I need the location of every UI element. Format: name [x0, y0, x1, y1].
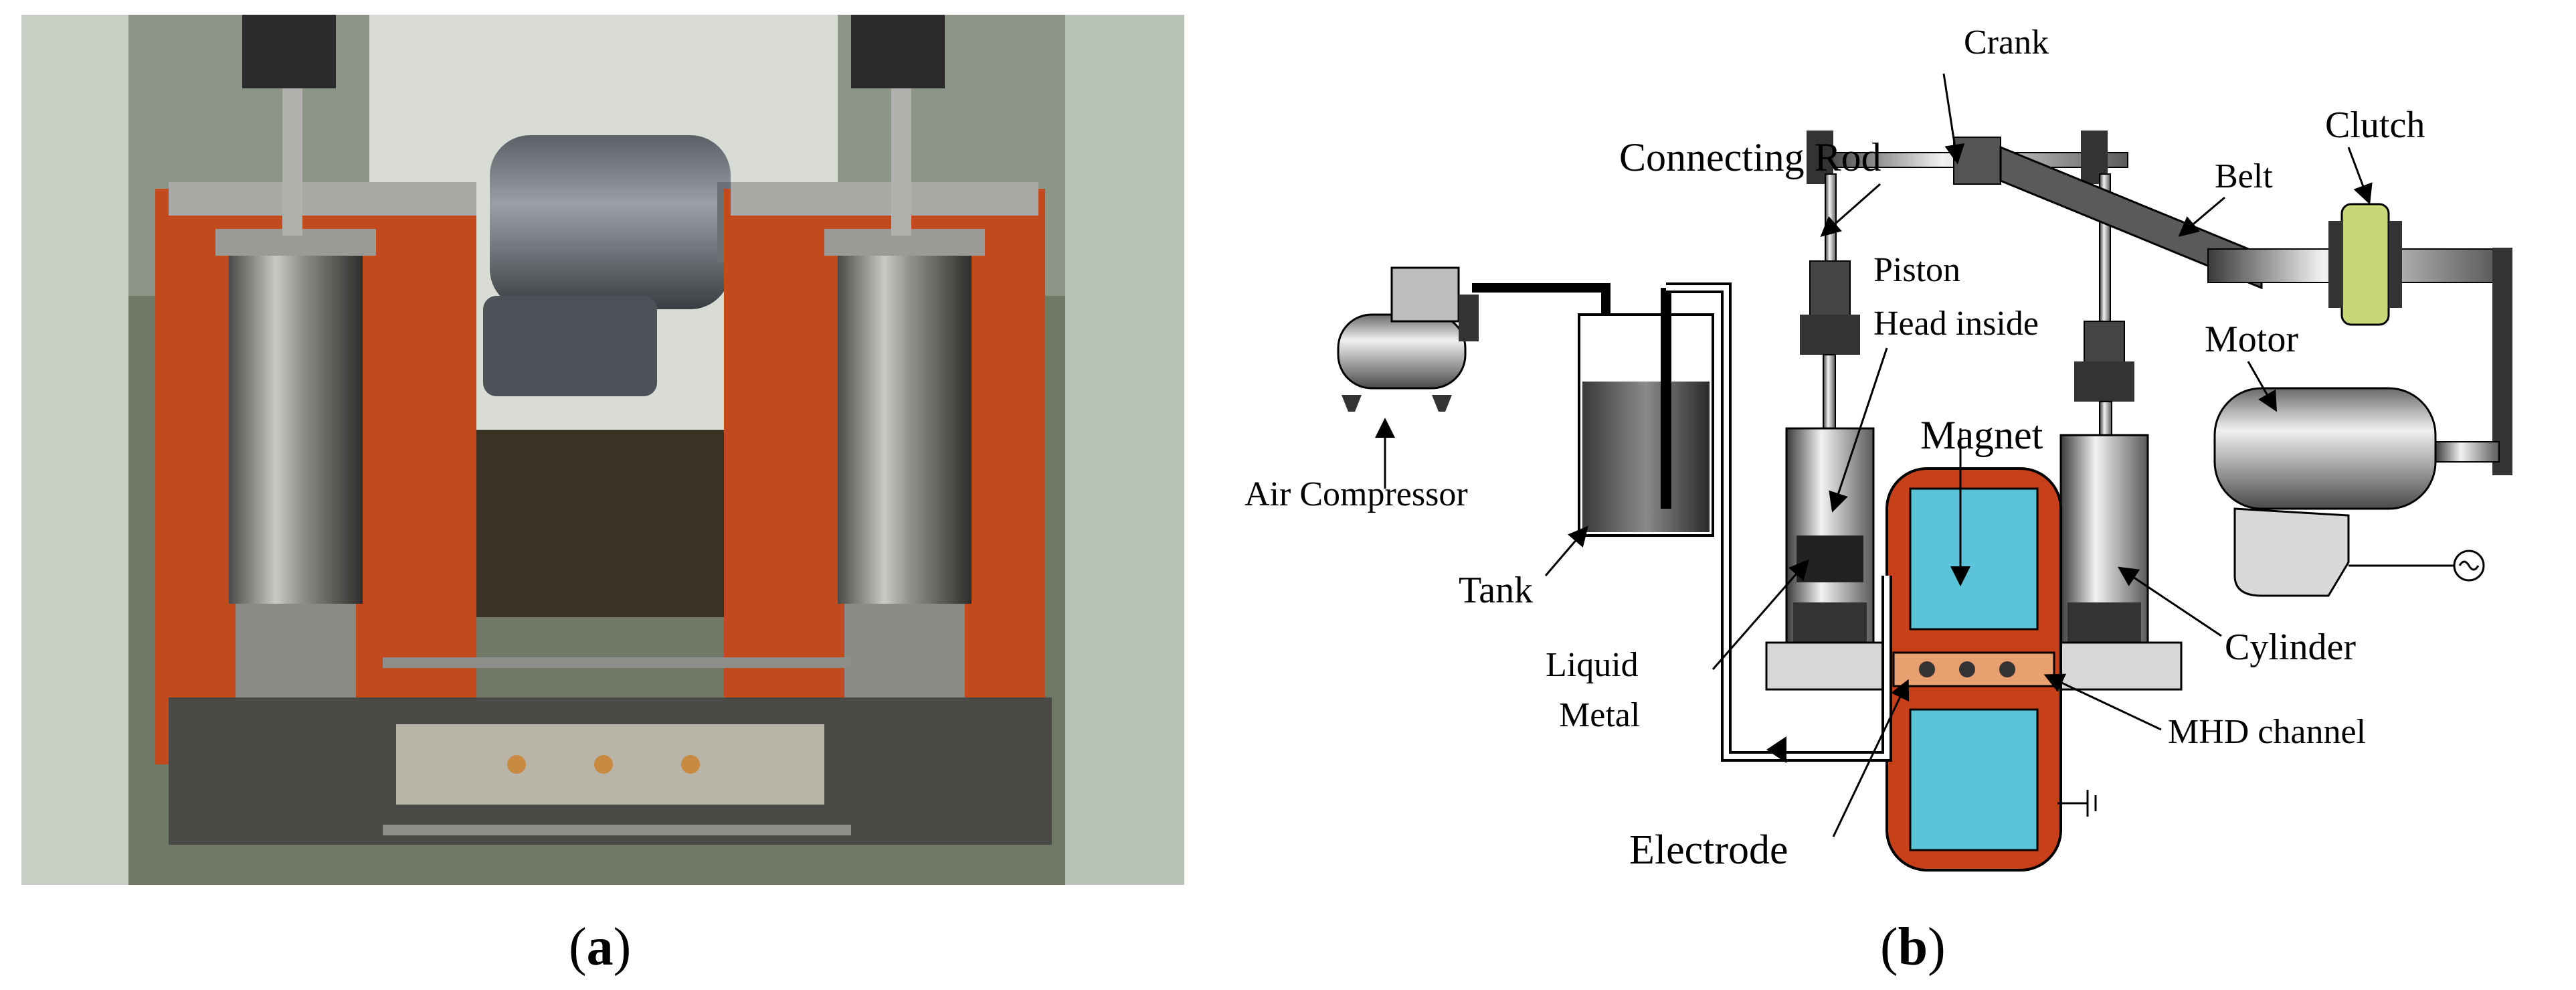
- belt: [1999, 145, 2263, 290]
- air-compressor-label: Air Compressor: [1245, 475, 1468, 513]
- connecting-rod-label: Connecting Rod: [1619, 135, 1881, 179]
- motor: [2213, 387, 2500, 597]
- motor-label: Motor: [2205, 319, 2298, 360]
- magnet-label: Magnet: [1920, 413, 2043, 457]
- mhd-generator-schematic: Crank Clutch Connecting Rod Belt Piston …: [1245, 23, 2512, 873]
- caption-a: (a): [569, 918, 632, 977]
- caption-b-letter: b: [1898, 918, 1928, 977]
- piston-label-line2: Head inside: [1873, 305, 2039, 343]
- clutch-label: Clutch: [2325, 104, 2425, 146]
- electrode-label: Electrode: [1629, 827, 1788, 873]
- air-compressor: [1337, 266, 1611, 412]
- experimental-apparatus-photo: [21, 15, 1184, 885]
- right-cylinder: [2059, 321, 2149, 644]
- mhd-channel: [1892, 651, 2055, 687]
- liquid-metal-label-line2: Metal: [1559, 696, 1640, 734]
- piston-label-line1: Piston: [1873, 251, 1960, 289]
- crank-label: Crank: [1964, 23, 2049, 62]
- mhd-channel-label: MHD channel: [2168, 713, 2366, 751]
- caption-b: (b): [1880, 918, 1946, 977]
- left-cylinder: [1785, 260, 1875, 644]
- tank: [1578, 282, 1892, 763]
- crank-shaft: [1807, 131, 2128, 329]
- cylinder-label: Cylinder: [2225, 627, 2356, 668]
- clutch: [2207, 203, 2512, 475]
- liquid-metal-label-line1: Liquid: [1546, 646, 1639, 684]
- magnet: [1885, 467, 2062, 872]
- belt-label: Belt: [2215, 157, 2273, 195]
- tank-label: Tank: [1459, 570, 1533, 611]
- caption-a-letter: a: [586, 918, 614, 977]
